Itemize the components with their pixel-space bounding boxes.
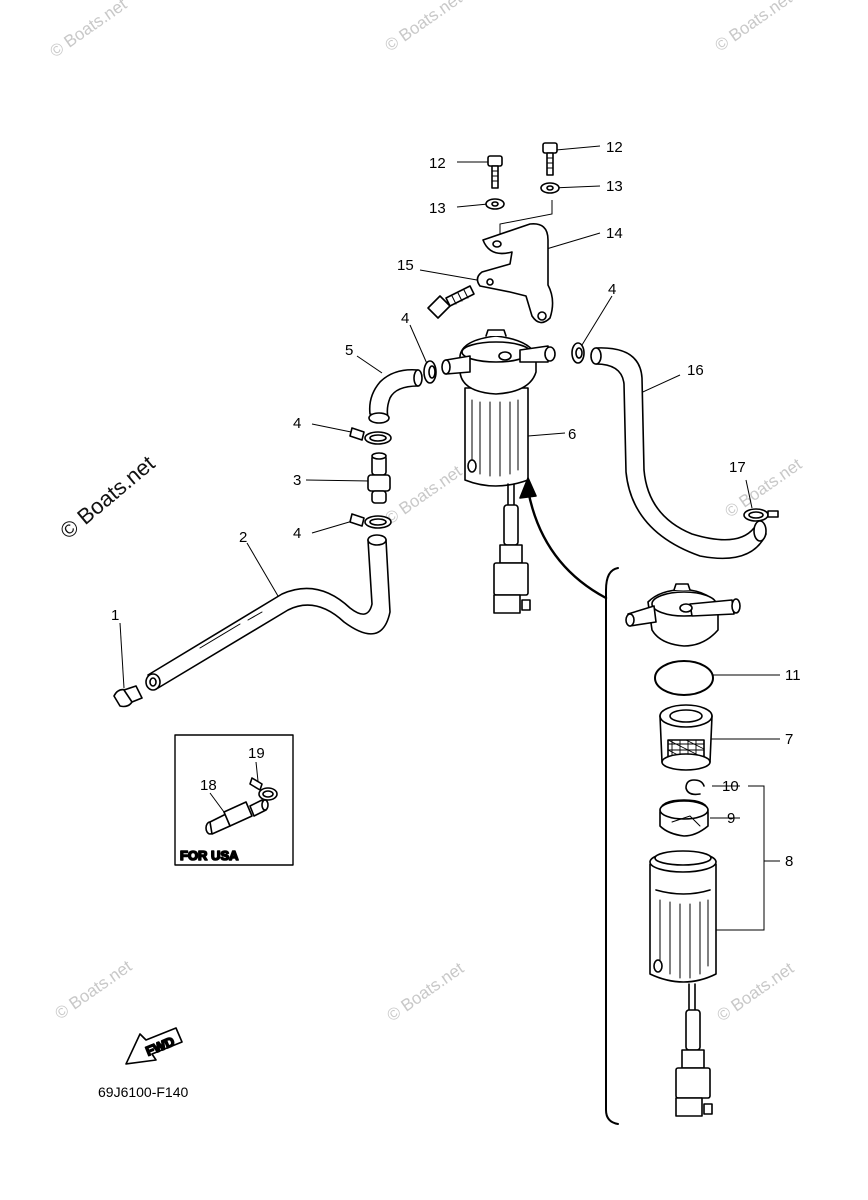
- callout-18: 18: [200, 777, 217, 794]
- exploded-view-bracket: [605, 567, 619, 1125]
- callout-4-upper-clamp: 4: [293, 415, 301, 432]
- callout-3: 3: [293, 472, 301, 489]
- callout-7: 7: [785, 731, 793, 748]
- callout-10: 10: [722, 778, 739, 795]
- bracket-14: [476, 223, 554, 324]
- callout-6: 6: [568, 426, 576, 443]
- clip-17: [743, 508, 779, 522]
- callout-8: 8: [785, 853, 793, 870]
- fwd-label: FWD: [144, 1034, 177, 1059]
- callouts: 12 12 13 13 14 15 4 4 5 16 6 4 3 4 17 2 …: [111, 139, 801, 870]
- callout-4-right: 4: [608, 281, 616, 298]
- inset-for-usa: FOR USA: [174, 734, 294, 866]
- diagram-code: 69J6100-F140: [98, 1084, 189, 1100]
- watermark-top-right: © Boats.net: [711, 0, 795, 55]
- watermark-top-left: © Boats.net: [46, 0, 130, 61]
- bolt-12-right: [542, 142, 558, 176]
- callout-5: 5: [345, 342, 353, 359]
- filter-element-7: [659, 704, 713, 771]
- watermark-mid-center: © Boats.net: [381, 461, 465, 528]
- watermark-bottom-center: © Boats.net: [383, 958, 467, 1025]
- callout-13-right: 13: [606, 178, 623, 195]
- callout-12-left: 12: [429, 155, 446, 172]
- callout-2: 2: [239, 529, 247, 546]
- watermark-bottom-left: © Boats.net: [51, 956, 135, 1023]
- filter-bowl-8: [649, 850, 717, 983]
- screw-15: [427, 285, 475, 319]
- fuel-filter-6: [441, 329, 556, 487]
- parts: FOR USA FWD: [113, 142, 779, 1125]
- inset-label: FOR USA: [180, 848, 239, 863]
- joint-3: [367, 452, 391, 504]
- clamp-4-left: [423, 360, 437, 384]
- clip-19: [249, 777, 278, 801]
- circlip-10: [685, 779, 705, 796]
- callout-1: 1: [111, 607, 119, 624]
- callout-14: 14: [606, 225, 623, 242]
- o-ring-11: [654, 660, 714, 696]
- hose-16: [590, 347, 767, 560]
- callout-13-left: 13: [429, 200, 446, 217]
- clamp-4-right: [571, 342, 585, 364]
- callout-12-right: 12: [606, 139, 623, 156]
- float-9: [659, 799, 709, 837]
- callout-17: 17: [729, 459, 746, 476]
- callout-4-top: 4: [401, 310, 409, 327]
- sensor-connector-6: [493, 483, 531, 614]
- filter-cap-exploded: [625, 583, 741, 647]
- callout-19: 19: [248, 745, 265, 762]
- watermark-bottom-right: © Boats.net: [713, 958, 797, 1025]
- callout-16: 16: [687, 362, 704, 379]
- callout-15: 15: [397, 257, 414, 274]
- joint-18: [205, 799, 269, 835]
- hose-5: [368, 368, 423, 424]
- callout-4-lower-clamp: 4: [293, 525, 301, 542]
- exploded-view-arrow: [519, 477, 608, 600]
- bowl-connector-8: [675, 983, 713, 1117]
- callout-9: 9: [727, 810, 735, 827]
- fwd-arrow-badge: FWD: [125, 1027, 183, 1065]
- washer-13-left: [485, 198, 505, 210]
- watermark-top-center: © Boats.net: [381, 0, 465, 55]
- watermark-large: © Boats.net: [55, 451, 159, 544]
- clamp-4-lower: [349, 513, 392, 529]
- washer-13-right: [540, 182, 560, 194]
- bolt-12-left: [487, 155, 503, 189]
- cap-1: [113, 685, 143, 708]
- hose-2: [145, 534, 391, 691]
- callout-11: 11: [785, 667, 801, 684]
- clamp-4-upper: [349, 427, 392, 445]
